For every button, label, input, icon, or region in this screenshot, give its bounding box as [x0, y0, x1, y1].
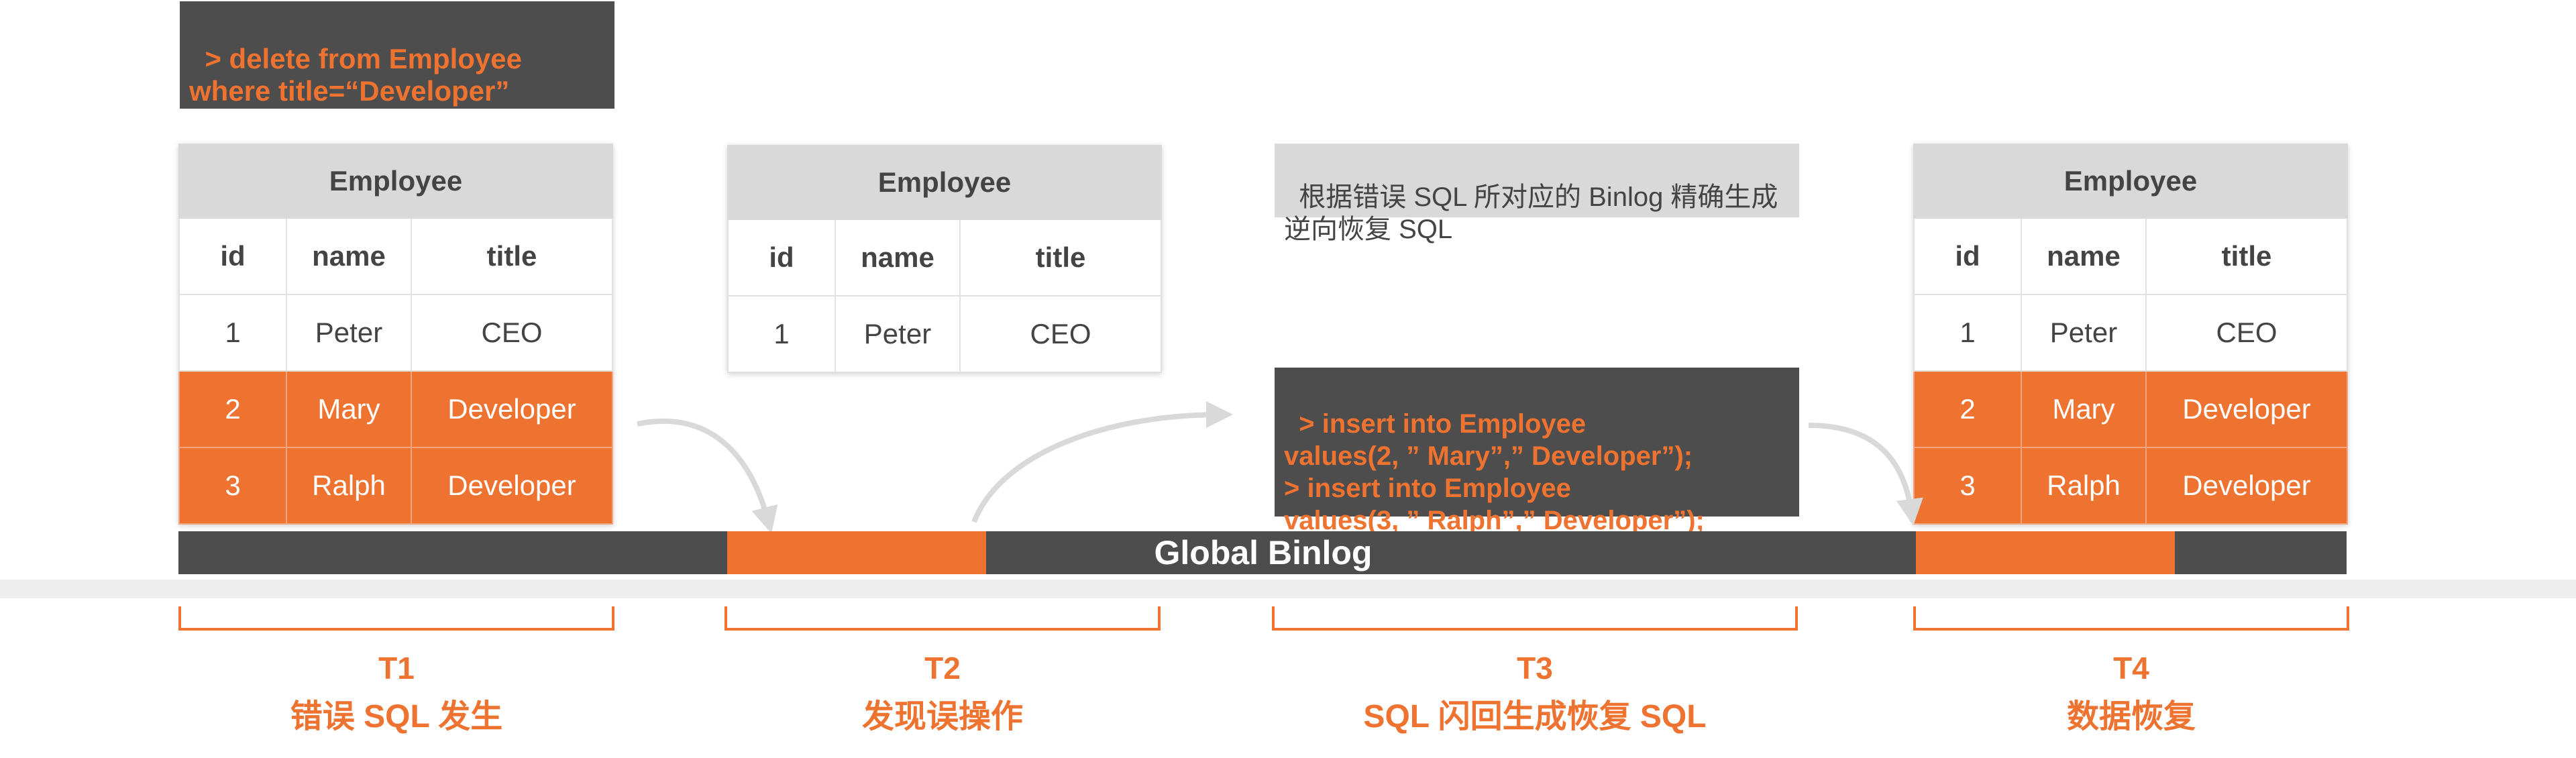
bracket-t2	[724, 606, 1161, 631]
table-cell-id: 2	[1913, 370, 2022, 448]
table-cell-id: 3	[178, 447, 287, 525]
table-cell-id: 1	[1913, 294, 2022, 372]
phase-t1-desc: 错误 SQL 发生	[290, 699, 503, 735]
table-cell-title: Developer	[2145, 370, 2349, 448]
phase-label-t2: T2 发现误操作	[724, 648, 1161, 739]
table-caption: Employee	[727, 145, 1163, 220]
table-cell-name: Peter	[2021, 294, 2147, 372]
table-cell-title: CEO	[2145, 294, 2349, 372]
bracket-t1	[178, 606, 614, 631]
phase-t4-code: T4	[2113, 651, 2149, 686]
arrow-t2-to-t3	[971, 401, 1233, 523]
table-cell-title: Developer	[2145, 447, 2349, 525]
table-caption: Employee	[1913, 144, 2349, 219]
table-cell-title: CEO	[410, 294, 614, 372]
column-header-name: name	[286, 217, 412, 295]
binlog-segment-t2	[727, 531, 986, 574]
table-cell-title: Developer	[410, 447, 614, 525]
column-header-id: id	[727, 219, 836, 296]
arrow-t3-to-t4	[1808, 423, 1923, 526]
table-cell-title: Developer	[410, 370, 614, 448]
table-cell-id: 1	[178, 294, 287, 372]
column-header-title: title	[410, 217, 614, 295]
column-header-title: title	[959, 219, 1163, 296]
insert-sql-box: > insert into Employee values(2, ” Mary”…	[1275, 368, 1799, 535]
table-cell-name: Mary	[2021, 370, 2147, 448]
arrow-t1-to-t2	[637, 418, 778, 534]
phase-label-t1: T1 错误 SQL 发生	[178, 648, 614, 739]
column-header-id: id	[1913, 217, 2022, 295]
column-header-id: id	[178, 217, 287, 295]
table-cell-id: 3	[1913, 447, 2022, 525]
phase-label-t3: T3 SQL 闪回生成恢复 SQL	[1272, 648, 1798, 739]
table-cell-name: Peter	[835, 295, 961, 373]
table-cell-id: 2	[178, 370, 287, 448]
phase-t3-code: T3	[1517, 651, 1553, 686]
table-cell-name: Mary	[286, 370, 412, 448]
bracket-t4	[1913, 606, 2349, 631]
delete-sql-box: > delete from Employee where title=“Deve…	[180, 1, 614, 109]
binlog-note-text: 根据错误 SQL 所对应的 Binlog 精确生成 逆向恢复 SQL	[1284, 182, 1778, 244]
phase-label-t4: T4 数据恢复	[1913, 648, 2349, 739]
global-binlog-label-text: Global Binlog	[1154, 534, 1373, 572]
binlog-segment-t4	[1916, 531, 2175, 574]
global-binlog-label: Global Binlog	[986, 531, 1540, 574]
column-header-title: title	[2145, 217, 2349, 295]
phase-t1-code: T1	[378, 651, 415, 686]
bracket-t3	[1272, 606, 1798, 631]
table-cell-title: CEO	[959, 295, 1163, 373]
phase-t3-desc: SQL 闪回生成恢复 SQL	[1363, 699, 1707, 735]
table-cell-name: Ralph	[286, 447, 412, 525]
table-caption: Employee	[178, 144, 614, 219]
phase-t2-code: T2	[924, 651, 961, 686]
column-header-name: name	[2021, 217, 2147, 295]
binlog-band	[0, 580, 2576, 598]
phase-t2-desc: 发现误操作	[861, 699, 1023, 735]
binlog-note: 根据错误 SQL 所对应的 Binlog 精确生成 逆向恢复 SQL	[1275, 144, 1799, 244]
table-cell-name: Peter	[286, 294, 412, 372]
table-cell-id: 1	[727, 295, 836, 373]
delete-sql-text: > delete from Employee where title=“Deve…	[189, 43, 523, 107]
column-header-name: name	[835, 219, 961, 296]
insert-sql-text: > insert into Employee values(2, ” Mary”…	[1284, 409, 1705, 535]
table-cell-name: Ralph	[2021, 447, 2147, 525]
phase-t4-desc: 数据恢复	[2066, 699, 2196, 735]
